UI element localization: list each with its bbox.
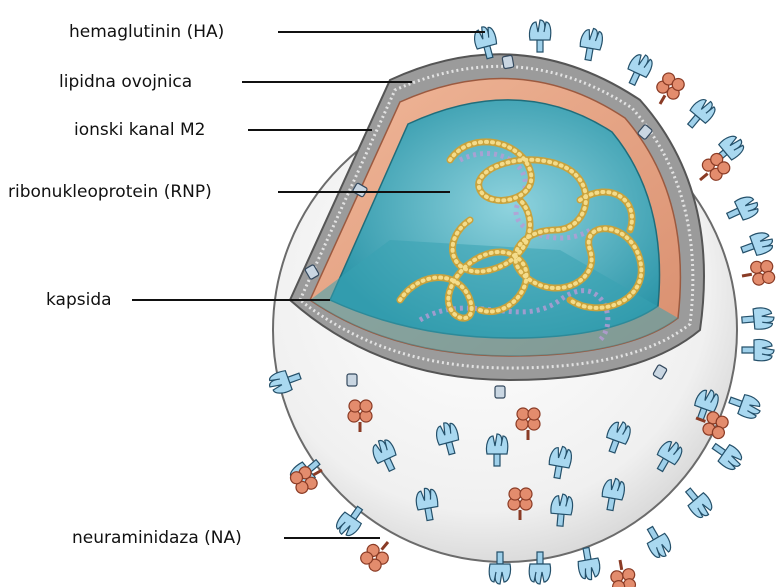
label-lipid-envelope: lipidna ovojnica <box>59 72 192 92</box>
label-m2-channel: ionski kanal M2 <box>74 120 206 140</box>
label-rnp: ribonukleoprotein (RNP) <box>8 182 212 202</box>
label-capsid: kapsida <box>46 290 112 310</box>
label-neuraminidase: neuraminidaza (NA) <box>72 528 242 548</box>
label-hemagglutinin: hemaglutinin (HA) <box>69 22 224 42</box>
